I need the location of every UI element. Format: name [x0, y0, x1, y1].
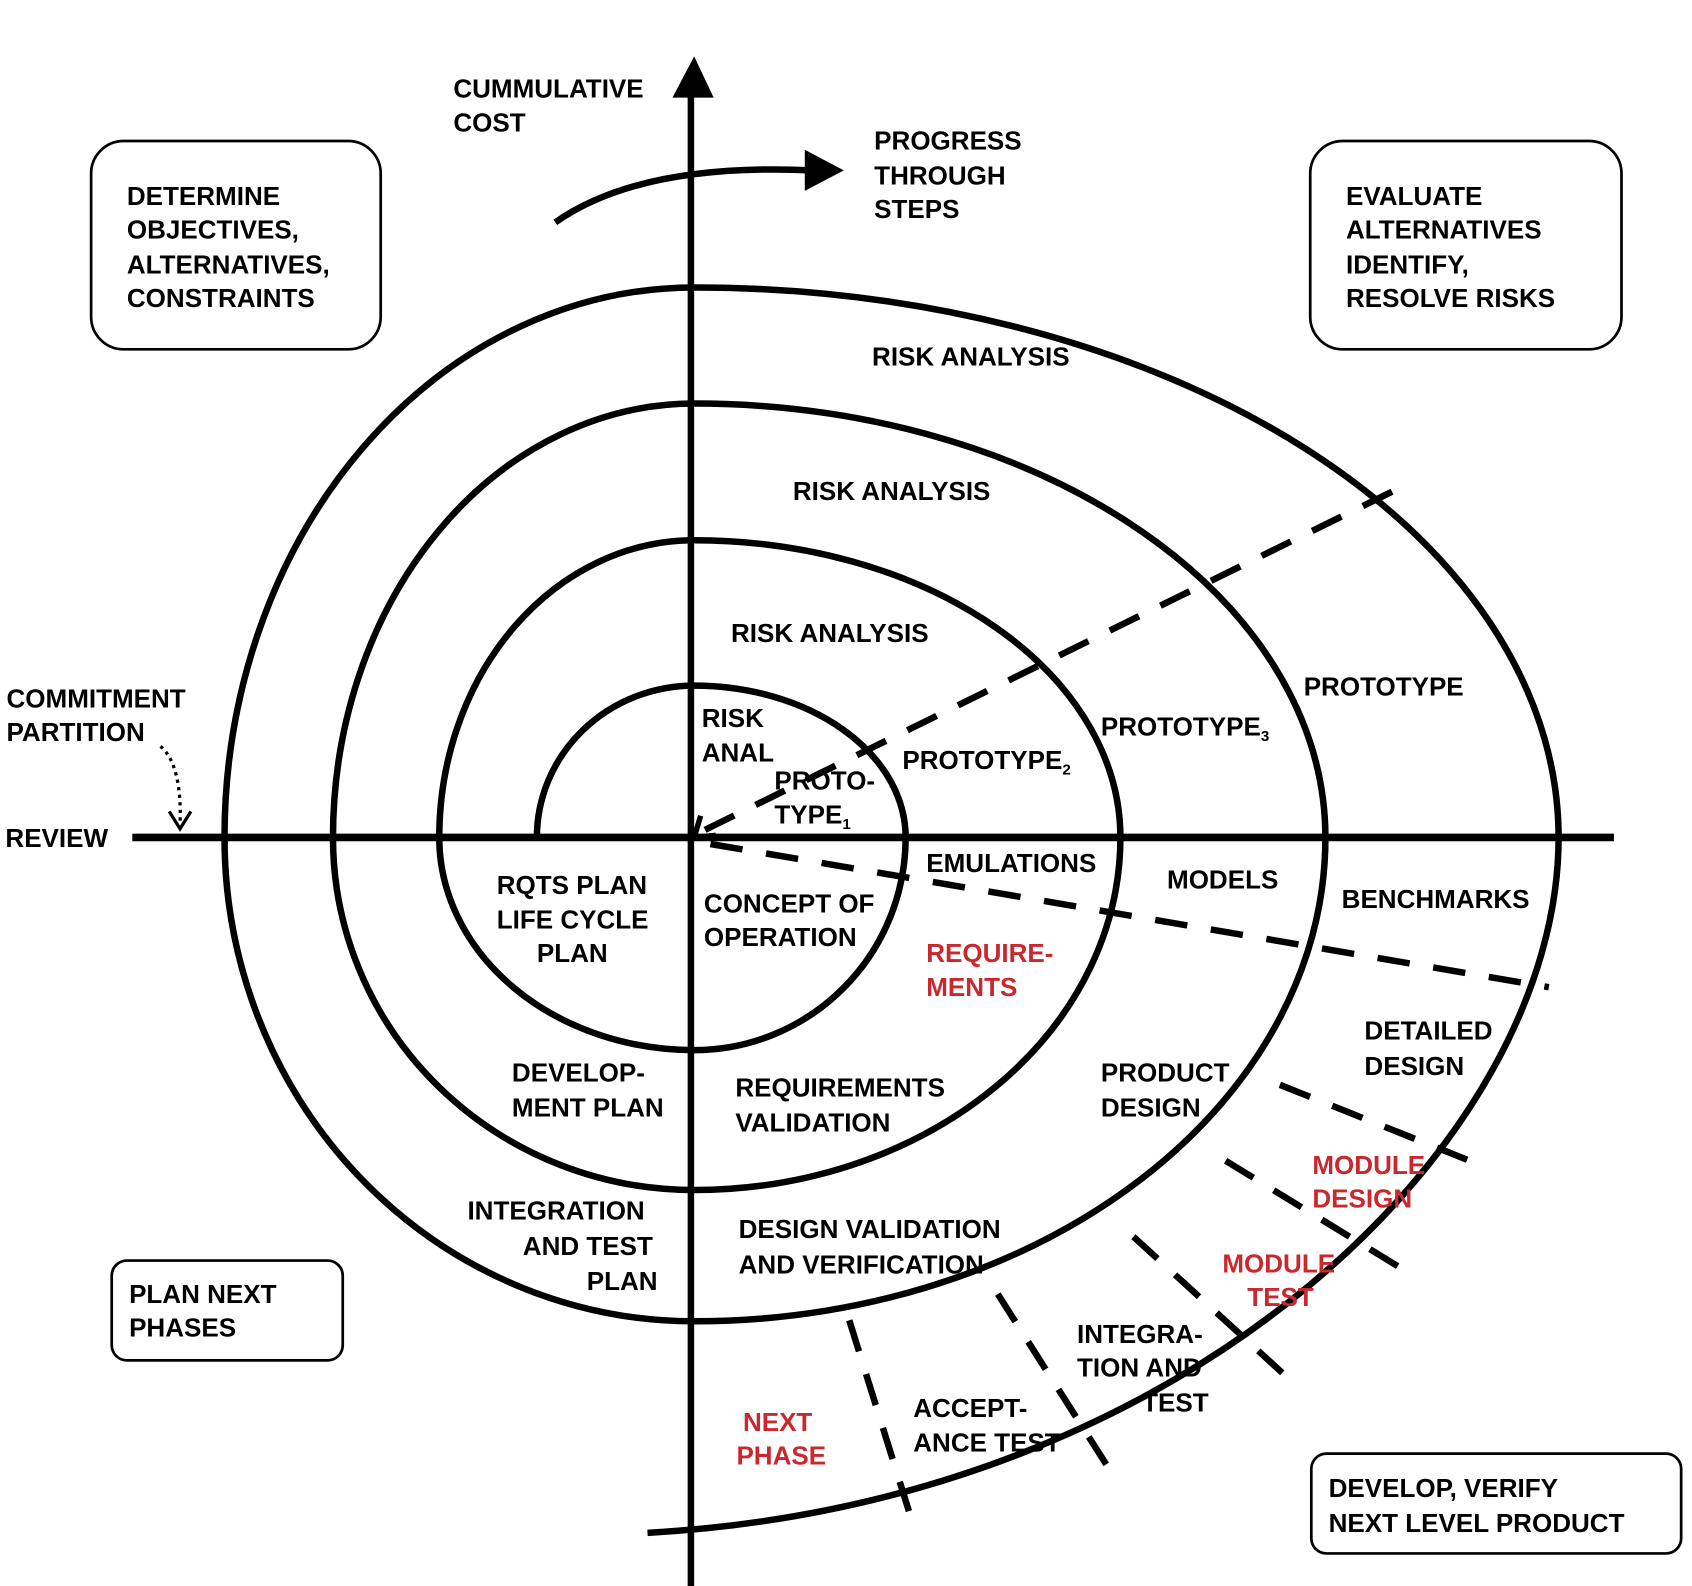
quadrant-text: ALTERNATIVES, [127, 249, 330, 279]
progress-arrow [553, 166, 812, 226]
subscript: 2 [1062, 762, 1070, 779]
dev-label: VALIDATION [735, 1107, 890, 1137]
quadrant-text: ALTERNATIVES [1346, 215, 1542, 245]
plan-label: MENT PLAN [512, 1092, 664, 1122]
risk-analysis-label: RISK ANALYSIS [872, 342, 1070, 372]
progress-arrowhead [804, 149, 844, 191]
quadrant-text: IDENTIFY, [1346, 249, 1469, 279]
prototype-label: TYPE1 [774, 799, 851, 832]
dev-label: NEXT [743, 1407, 812, 1437]
quadrant-text: CONSTRAINTS [127, 283, 315, 313]
dev-label: DETAILED [1364, 1015, 1492, 1045]
dev-label: ACCEPT- [913, 1393, 1027, 1423]
plan-label: AND TEST [523, 1231, 653, 1261]
risk-analysis-label: RISK [702, 703, 764, 733]
quadrant-text: PHASES [129, 1312, 236, 1342]
commitment-label-1: COMMITMENT [7, 683, 186, 713]
dev-label: DESIGN VALIDATION [739, 1214, 1001, 1244]
quadrant-text: OBJECTIVES, [127, 215, 299, 245]
dev-label: PRODUCT [1101, 1058, 1230, 1088]
quadrant-text: NEXT LEVEL PRODUCT [1329, 1508, 1625, 1538]
dev-label: MENTS [926, 972, 1017, 1002]
quadrant-text: DEVELOP, VERIFY [1329, 1473, 1558, 1503]
emulations-label: EMULATIONS [926, 848, 1096, 878]
quadrant-box-plan [110, 1259, 345, 1362]
dev-label: TION AND [1077, 1353, 1202, 1383]
dashed-radial-lower [709, 840, 1550, 991]
quadrant-text: PLAN NEXT [129, 1279, 277, 1309]
risk-analysis-label: RISK ANALYSIS [793, 476, 991, 506]
quadrant-box-risks [1308, 139, 1623, 351]
commitment-label-2: PARTITION [7, 717, 145, 747]
quadrant-box-develop [1309, 1452, 1683, 1555]
plan-label: PLAN [537, 938, 608, 968]
dashed-radial-upper [703, 485, 1401, 833]
dev-label: REQUIRE- [926, 938, 1053, 968]
commitment-arrowhead [167, 810, 193, 832]
dev-label: DESIGN [1101, 1092, 1201, 1122]
dev-label: INTEGRA- [1077, 1319, 1203, 1349]
dev-label: TEST [1142, 1387, 1209, 1417]
dashed-arrowhead [690, 815, 717, 841]
commitment-arrow [159, 745, 182, 825]
quadrant-box-objectives [89, 139, 383, 351]
axis-label-cost-1: CUMMULATIVE [453, 74, 643, 104]
plan-label: LIFE CYCLE [497, 905, 649, 935]
review-label: REVIEW [5, 823, 108, 853]
dev-label: PHASE [736, 1440, 826, 1470]
dashed-divider [1131, 1234, 1288, 1378]
dev-label: MODULE [1312, 1150, 1425, 1180]
dev-label: CONCEPT OF [704, 888, 875, 918]
quadrant-text: DETERMINE [127, 181, 280, 211]
dashed-divider [1278, 1081, 1471, 1164]
prototype-label: PROTO- [774, 766, 875, 796]
benchmarks-label: BENCHMARKS [1342, 884, 1530, 914]
prototype-label: PROTOTYPE [1304, 671, 1464, 701]
prototype-text: PROTOTYPE [902, 745, 1062, 775]
prototype-text: PROTOTYPE [1101, 712, 1261, 742]
dev-label: MODULE [1222, 1248, 1335, 1278]
progress-label-3: STEPS [874, 194, 959, 224]
dev-label: AND VERIFICATION [739, 1250, 984, 1280]
dev-label: DESIGN [1364, 1051, 1464, 1081]
plan-label: DEVELOP- [512, 1058, 645, 1088]
models-label: MODELS [1167, 864, 1278, 894]
prototype-text: TYPE [774, 799, 842, 829]
quadrant-text: EVALUATE [1346, 181, 1482, 211]
dev-label: TEST [1247, 1282, 1314, 1312]
subscript: 3 [1261, 728, 1269, 745]
dashed-divider [1223, 1157, 1401, 1270]
quadrant-text: RESOLVE RISKS [1346, 283, 1555, 313]
dashed-divider [846, 1319, 913, 1513]
plan-label: RQTS PLAN [497, 870, 647, 900]
plan-label: INTEGRATION [467, 1195, 644, 1225]
dev-label: DESIGN [1312, 1183, 1412, 1213]
prototype-label: PROTOTYPE2 [902, 745, 1070, 778]
risk-analysis-label: ANAL [702, 738, 774, 768]
progress-label-1: PROGRESS [874, 126, 1021, 156]
risk-analysis-label: RISK ANALYSIS [731, 618, 929, 648]
spiral-curve [221, 284, 1562, 1537]
dev-label: OPERATION [704, 922, 857, 952]
dev-label: ANCE TEST [913, 1427, 1061, 1457]
dev-label: REQUIREMENTS [735, 1073, 945, 1103]
axis-arrowhead [672, 56, 714, 98]
axis-label-cost-2: COST [453, 107, 525, 137]
progress-label-2: THROUGH [874, 160, 1006, 190]
plan-label: PLAN [587, 1266, 658, 1296]
subscript: 1 [842, 816, 851, 833]
prototype-label: PROTOTYPE3 [1101, 712, 1269, 745]
